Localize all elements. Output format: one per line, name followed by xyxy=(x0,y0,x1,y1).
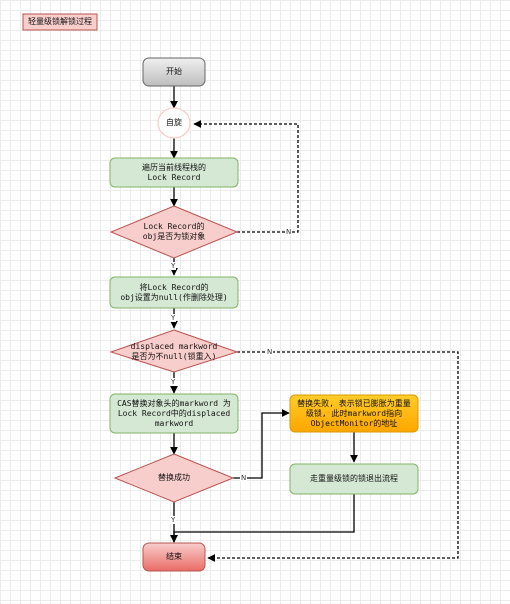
check-obj-decision xyxy=(109,205,239,259)
check-mark-decision xyxy=(109,329,239,373)
traverse-node xyxy=(109,157,239,188)
traverse-label: 遍历当前线程栈的 Lock Record xyxy=(142,162,206,182)
set-null-label: 将Lock Record的 obj设置为null(作删除处理) xyxy=(120,282,228,302)
set-null-node xyxy=(109,276,239,309)
end-label: 结束 xyxy=(166,552,182,561)
diagram-title: 轻量级锁解锁过程 xyxy=(28,17,92,26)
check-mark-label: displaced markword 是否为不null(锁重入) xyxy=(130,342,218,361)
start-node xyxy=(142,57,206,87)
edge-label-cas-ok-no: N xyxy=(240,474,248,482)
title-box xyxy=(22,13,98,31)
heavy-exit-label: 走重量级锁的锁退出流程 xyxy=(310,474,398,483)
fail-node xyxy=(289,394,419,433)
cas-ok-decision xyxy=(113,453,235,503)
end-node xyxy=(142,542,206,572)
edges xyxy=(170,86,459,562)
cas-label: CAS替换对象头的markword 为 Lock Record中的displac… xyxy=(117,398,231,428)
spin-label: 自旋 xyxy=(166,118,182,127)
edge-label-check-mark-yes: Y xyxy=(170,378,177,386)
check-obj-label: Lock Record的 obj是否为锁对象 xyxy=(142,222,206,241)
heavy-exit-node xyxy=(289,463,419,495)
cas-node xyxy=(109,393,239,434)
edge-label-check-mark-no: N xyxy=(266,348,274,356)
edge-casok-no xyxy=(233,409,290,479)
spin-node xyxy=(157,107,191,139)
edge-label-set-null-out: Y xyxy=(170,314,177,322)
fail-label: 替换失败, 表示锁已膨胀为重量 级锁, 此时markword指向 ObjectM… xyxy=(297,398,411,428)
cas-ok-label: 替换成功 xyxy=(158,473,190,482)
edge-heavy-end xyxy=(170,494,355,543)
edge-label-check-obj-yes: Y xyxy=(170,262,177,270)
edge-checkmark-no xyxy=(207,351,459,562)
start-label: 开始 xyxy=(166,67,182,76)
edge-label-cas-ok-yes: Y xyxy=(170,516,177,524)
edge-label-check-obj-no: N xyxy=(285,228,293,236)
edge-check-no-loop xyxy=(193,120,299,233)
